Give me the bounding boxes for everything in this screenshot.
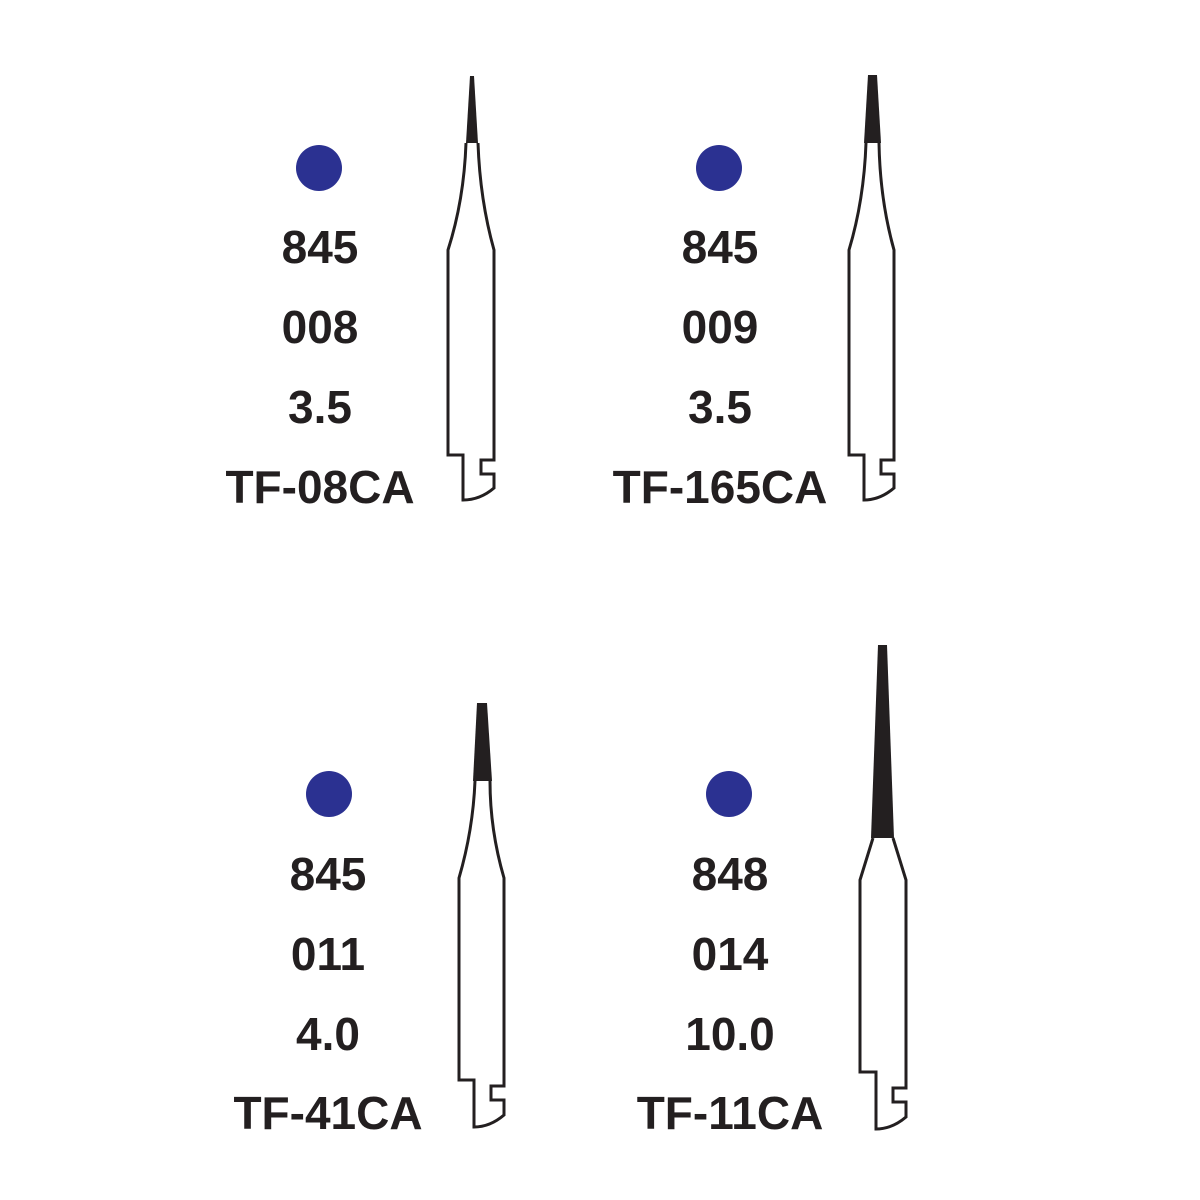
size-number: 011	[290, 928, 366, 980]
bur-card-tf-41ca: 845 011 4.0 TF-41CA	[233, 703, 506, 1139]
blue-dot-icon	[296, 145, 342, 191]
shape-number: 845	[281, 221, 359, 273]
head-length: 10.0	[685, 1008, 775, 1060]
blue-dot-icon	[306, 771, 352, 817]
bur-card-tf-08ca: 845 008 3.5 TF-08CA	[0, 0, 600, 600]
head-length: 3.5	[688, 381, 752, 433]
shape-number: 845	[681, 221, 759, 273]
size-number: 008	[281, 301, 359, 353]
shape-number: 845	[289, 848, 367, 900]
size-number: 009	[681, 301, 759, 353]
bur-diagram-icon	[457, 703, 506, 1129]
product-code: TF-08CA	[225, 461, 415, 513]
bur-diagram-icon	[847, 75, 896, 502]
product-code: TF-11CA	[636, 1087, 824, 1139]
product-code: TF-165CA	[612, 461, 828, 513]
bur-card-tf-165ca: 845 009 3.5 TF-165CA	[612, 75, 896, 513]
head-length: 3.5	[288, 381, 352, 433]
bur-diagram-icon	[446, 76, 496, 502]
product-code: TF-41CA	[233, 1087, 423, 1139]
shape-number: 848	[691, 848, 769, 900]
blue-dot-icon	[696, 145, 742, 191]
head-length: 4.0	[296, 1008, 360, 1060]
size-number: 014	[691, 928, 769, 980]
blue-dot-icon	[706, 771, 752, 817]
